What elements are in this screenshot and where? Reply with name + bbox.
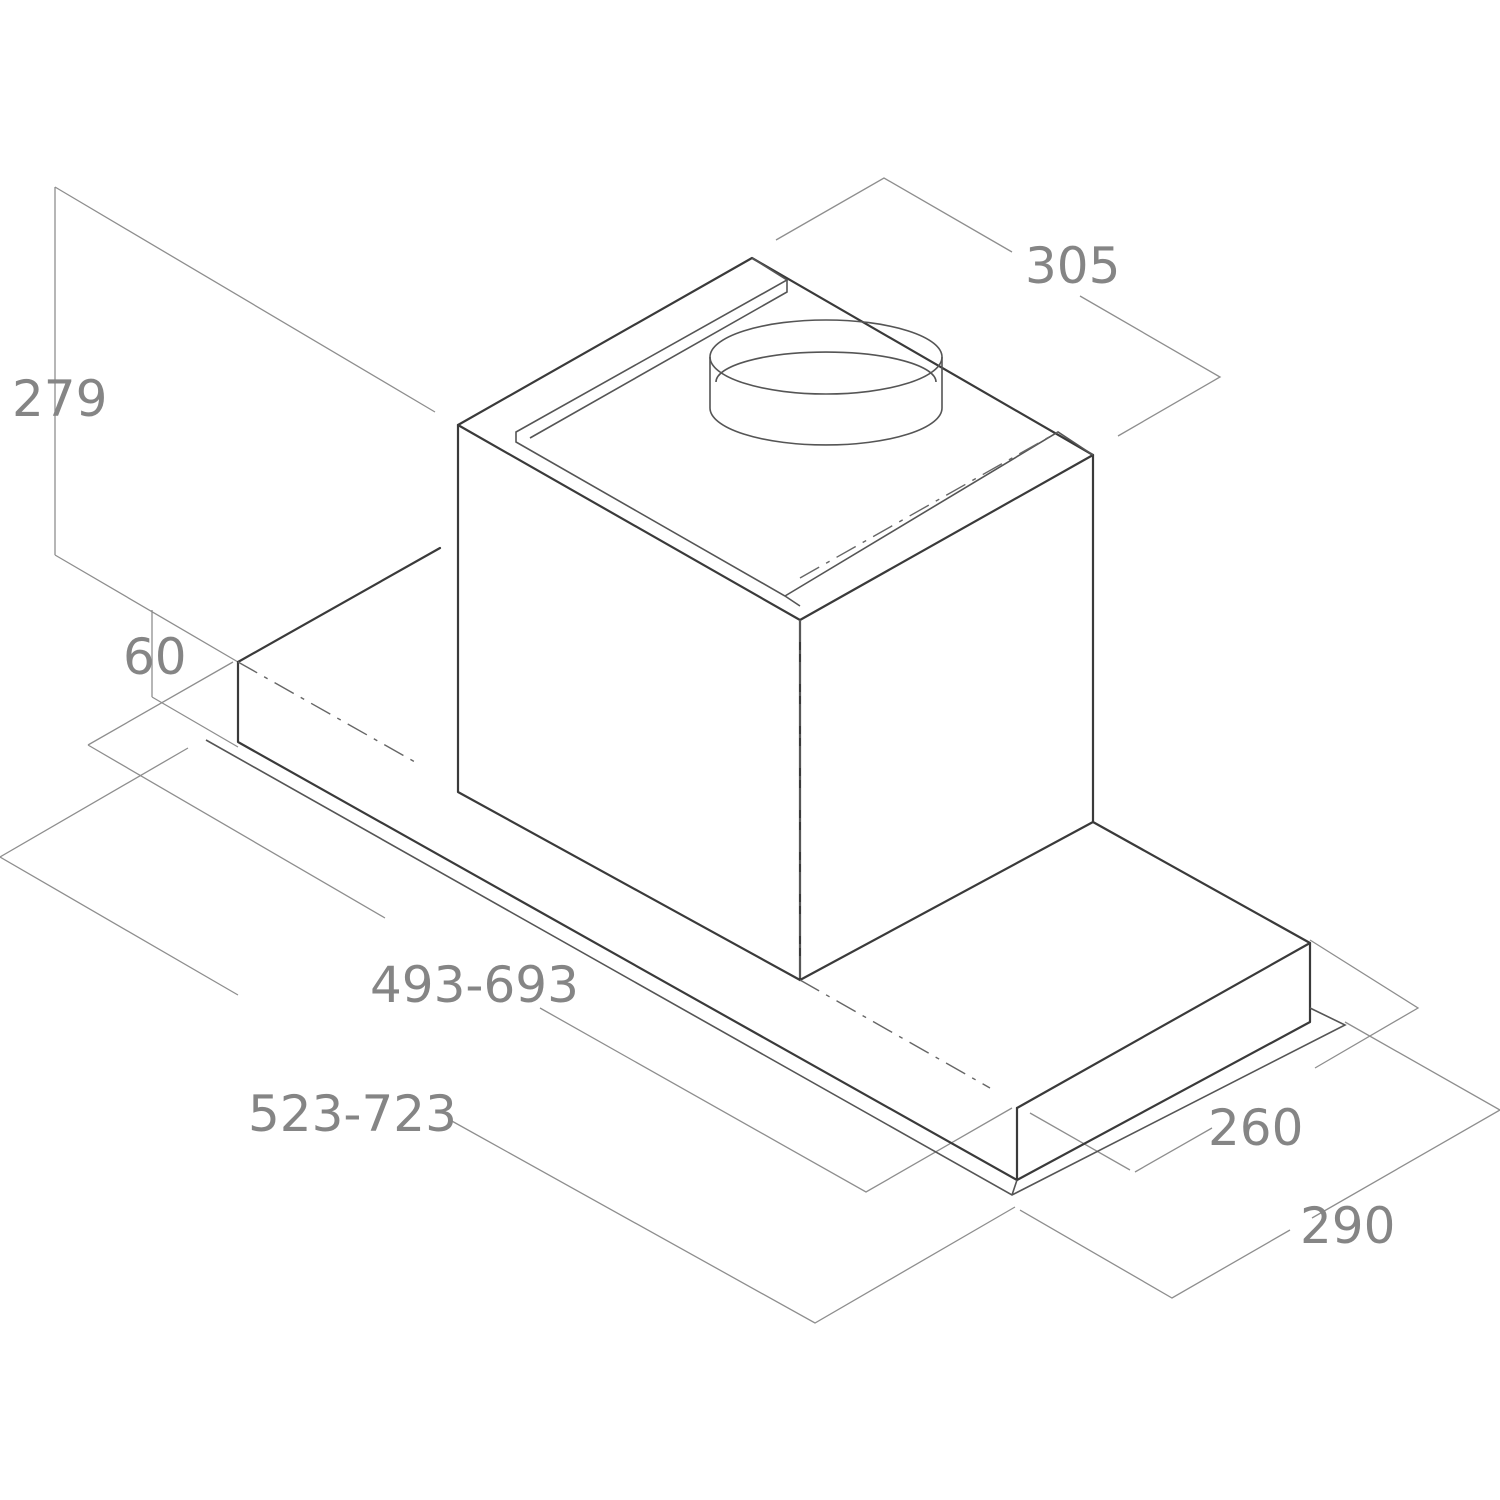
base-flange bbox=[205, 739, 1347, 1196]
hidden-edge-box-top bbox=[799, 431, 1059, 579]
width-493-693-dimension-line bbox=[87, 661, 1013, 1193]
label-width-493-693: 493-693 bbox=[370, 956, 579, 1014]
depth-260-dimension-line bbox=[1029, 939, 1420, 1173]
motor-box-side-face bbox=[798, 453, 1095, 982]
width-523-723-dimension-line bbox=[0, 747, 1016, 1324]
collar-cylinder bbox=[709, 357, 943, 446]
label-width-523-723: 523-723 bbox=[248, 1085, 457, 1143]
dimension-lines bbox=[0, 177, 1500, 1324]
height-60-dimension-line bbox=[151, 610, 239, 748]
collar-top-rim bbox=[709, 319, 943, 395]
label-depth-260: 260 bbox=[1208, 1099, 1303, 1157]
motor-box-front-face bbox=[456, 423, 802, 982]
collar-inner-rim bbox=[715, 351, 937, 383]
top-rail-front bbox=[529, 280, 1094, 597]
hidden-edge-box-base bbox=[799, 979, 991, 1089]
label-depth-290: 290 bbox=[1300, 1197, 1395, 1255]
top-rail-back bbox=[515, 257, 801, 607]
hidden-edge-back-left bbox=[237, 661, 416, 763]
base-tray-top-left bbox=[236, 546, 442, 664]
label-height-60: 60 bbox=[123, 628, 187, 686]
hood-outline bbox=[205, 256, 1347, 1196]
dimension-labels: 279 60 305 493-693 523-723 260 290 bbox=[12, 237, 1395, 1255]
label-depth-305: 305 bbox=[1025, 237, 1120, 295]
height-279-dimension-line bbox=[54, 186, 436, 663]
base-tray-right-end bbox=[1015, 941, 1312, 1182]
label-height-279: 279 bbox=[12, 370, 107, 428]
depth-290-dimension-line bbox=[1019, 1021, 1500, 1299]
base-tray-front-edge bbox=[236, 660, 1019, 1182]
depth-305-dimension-line bbox=[775, 177, 1222, 437]
exhaust-collar bbox=[709, 319, 943, 446]
